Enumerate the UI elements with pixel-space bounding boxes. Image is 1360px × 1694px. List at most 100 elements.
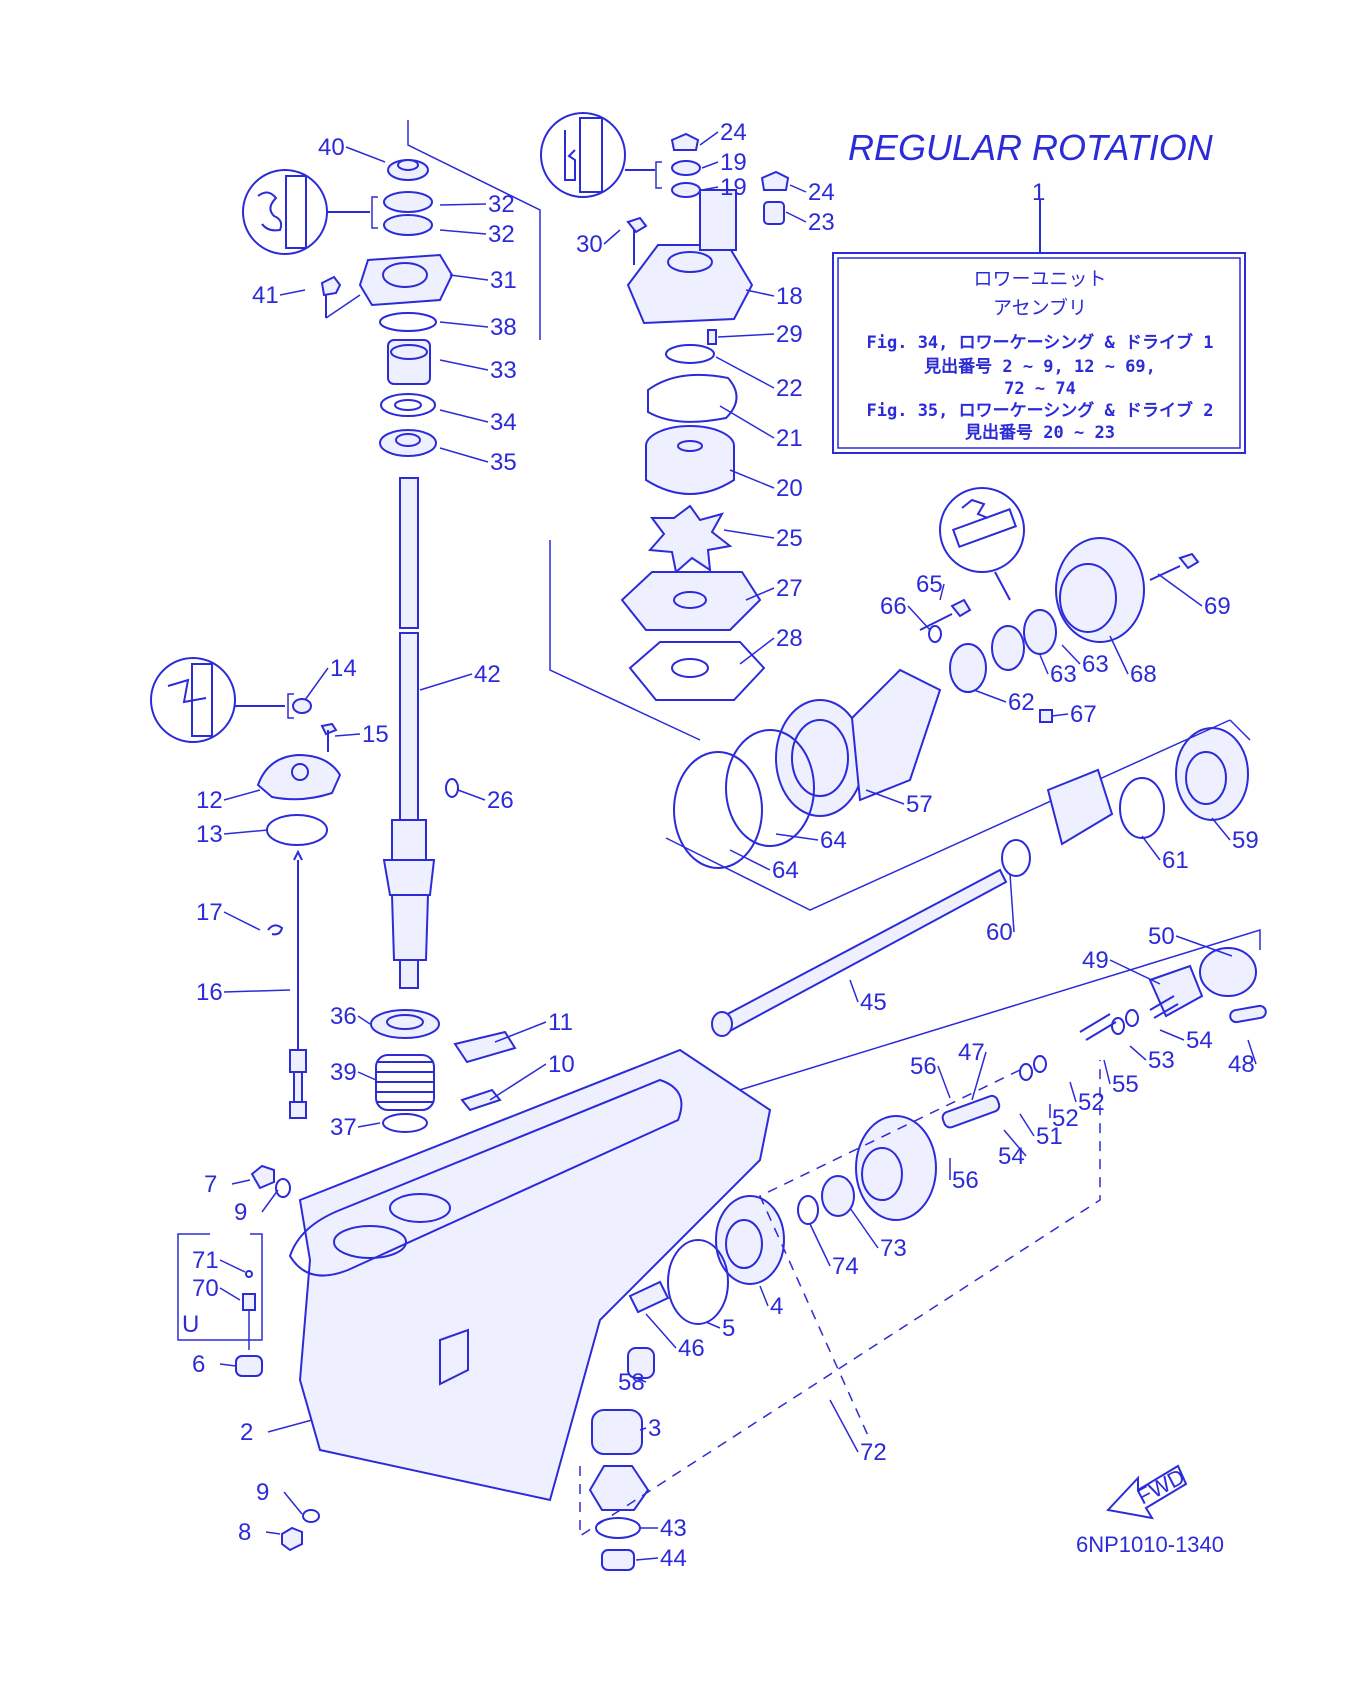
info-line-6: Fig. 35, ロワーケーシング & ドライブ 2 xyxy=(867,400,1214,421)
leader-line xyxy=(219,1363,237,1367)
part-label: 15 xyxy=(362,721,389,748)
leader-line xyxy=(439,447,489,463)
part-label: 54 xyxy=(998,1143,1025,1170)
leader-line xyxy=(223,789,261,801)
leader-line xyxy=(635,1557,659,1561)
leader-line xyxy=(1103,1059,1111,1085)
leader-line xyxy=(1247,1039,1257,1065)
water-pump-assembly xyxy=(540,112,790,741)
part-label: 47 xyxy=(958,1039,985,1066)
part-label: 14 xyxy=(330,655,357,682)
leader-line xyxy=(937,1065,951,1099)
leader-line xyxy=(419,673,473,691)
part-label: 59 xyxy=(1232,827,1259,854)
leader-line xyxy=(439,321,489,328)
leader-line xyxy=(1019,1113,1035,1137)
part-label: 18 xyxy=(776,283,803,310)
part-label: 30 xyxy=(576,231,603,258)
leader-line xyxy=(729,469,775,489)
info-line-7: 見出番号 20 ~ 23 xyxy=(964,422,1115,443)
leader-line xyxy=(219,1287,241,1301)
leader-line xyxy=(457,789,486,801)
leader-line xyxy=(1141,835,1161,861)
part-label: 8 xyxy=(238,1519,251,1546)
leader-line xyxy=(719,405,775,439)
u-label: U xyxy=(182,1311,199,1338)
info-line-3: Fig. 34, ロワーケーシング & ドライブ 1 xyxy=(867,332,1214,353)
leader-line xyxy=(1129,1045,1147,1061)
fwd-label: FWD xyxy=(1133,1464,1189,1510)
leader-line xyxy=(279,289,306,296)
fwd-arrow-icon: FWD xyxy=(1106,1464,1189,1520)
prop-shaft-gears xyxy=(579,768,1267,1571)
part-label: 7 xyxy=(204,1171,217,1198)
diagram-title: REGULAR ROTATION xyxy=(848,127,1214,168)
part-label: 19 xyxy=(720,149,747,176)
part-label: 29 xyxy=(776,321,803,348)
part-label: 9 xyxy=(234,1199,247,1226)
leader-line xyxy=(745,289,775,297)
part-label: 42 xyxy=(474,661,501,688)
part-label: 20 xyxy=(776,475,803,502)
leader-line xyxy=(701,186,719,191)
part-label: 46 xyxy=(678,1335,705,1362)
leader-line xyxy=(489,1063,547,1101)
leader-line xyxy=(723,529,775,539)
part-label: 73 xyxy=(880,1235,907,1262)
leader-line xyxy=(357,1122,381,1128)
part-label: 2 xyxy=(240,1419,253,1446)
leader-line xyxy=(789,184,807,193)
part-label: 24 xyxy=(808,179,835,206)
part-label: 56 xyxy=(910,1053,937,1080)
leader-line xyxy=(494,1021,547,1043)
leader-line xyxy=(717,333,775,338)
part-label: 32 xyxy=(488,191,515,218)
leader-line xyxy=(1211,817,1231,841)
part-label: 62 xyxy=(1008,689,1035,716)
part-label: 66 xyxy=(880,593,907,620)
part-label: 37 xyxy=(330,1114,357,1141)
leader-line xyxy=(219,1259,246,1273)
leader-line xyxy=(1039,654,1049,675)
leader-line xyxy=(223,911,261,931)
info-line-1: ロワーユニット xyxy=(973,268,1106,290)
part-label: 58 xyxy=(618,1369,645,1396)
part-label: 19 xyxy=(720,174,747,201)
leader-line xyxy=(1157,573,1203,607)
leader-line xyxy=(231,1179,251,1185)
part-label: 52 xyxy=(1078,1089,1105,1116)
reference-code: 6NP1010-1340 xyxy=(1076,1532,1224,1557)
part-label: 49 xyxy=(1082,947,1109,974)
leader-line xyxy=(809,1223,831,1267)
info-line-5: 72 ~ 74 xyxy=(1004,379,1076,399)
part-label: 72 xyxy=(860,1439,887,1466)
part-label: 34 xyxy=(490,409,517,436)
part-label: 64 xyxy=(820,827,847,854)
leader-line xyxy=(849,1207,879,1249)
leader-line xyxy=(729,849,771,871)
part-label: 6 xyxy=(192,1351,205,1378)
part-label: 61 xyxy=(1162,847,1189,874)
part-label: 68 xyxy=(1130,661,1157,688)
part-label: 51 xyxy=(1036,1123,1063,1150)
part-label: 63 xyxy=(1082,651,1109,678)
part-label: 21 xyxy=(776,425,803,452)
part-label: 26 xyxy=(487,787,514,814)
leader-line xyxy=(971,1051,987,1101)
part-label: 57 xyxy=(906,791,933,818)
leader-line xyxy=(1159,1029,1185,1041)
leader-line xyxy=(639,1427,647,1431)
lower-casing: U xyxy=(177,1030,772,1552)
part-label: 54 xyxy=(1186,1027,1213,1054)
leader-line xyxy=(267,1419,313,1433)
part-label: 31 xyxy=(490,267,517,294)
part-label: 74 xyxy=(832,1253,859,1280)
leader-line xyxy=(715,356,775,389)
part-label: 13 xyxy=(196,821,223,848)
part-label: 44 xyxy=(660,1545,687,1572)
leader-line xyxy=(223,989,291,993)
leader-line xyxy=(345,146,386,163)
leader-line xyxy=(973,689,1007,703)
part-label: 67 xyxy=(1070,701,1097,728)
